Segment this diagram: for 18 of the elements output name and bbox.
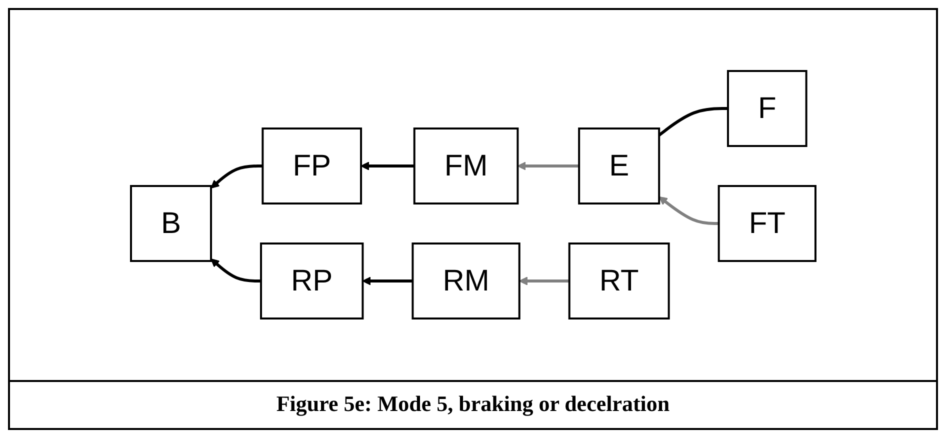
arrow — [518, 276, 570, 286]
node-box: FM — [413, 128, 518, 205]
node-box: FT — [718, 185, 816, 262]
node-box: B — [130, 185, 212, 262]
node-box: E — [578, 128, 660, 205]
connector — [658, 107, 728, 137]
arrow — [517, 162, 579, 171]
arrow — [360, 162, 414, 171]
node-box: F — [726, 70, 808, 148]
arrow — [362, 276, 412, 286]
figure-caption: Figure 5e: Mode 5, braking or decelration — [276, 391, 670, 417]
arrow — [210, 258, 261, 283]
node-box: RM — [411, 242, 520, 320]
arrow — [658, 196, 719, 226]
node-box: RT — [568, 242, 670, 320]
node-box: RP — [260, 242, 364, 320]
arrow — [210, 164, 262, 189]
node-box: FP — [261, 128, 362, 205]
